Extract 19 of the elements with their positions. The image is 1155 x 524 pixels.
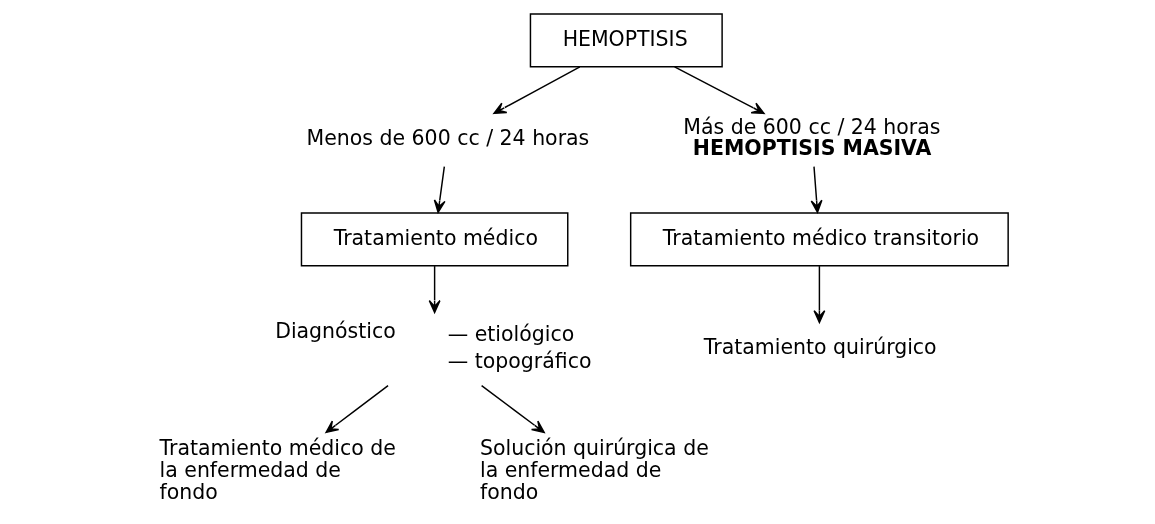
arrow: [492, 66, 581, 115]
node-box: Tratamiento médico transitorio: [629, 212, 1009, 267]
node-text: Tratamiento médico de la enfermedad de fondo: [159, 435, 396, 504]
arrow: [673, 66, 765, 115]
node-text: Diagnóstico: [274, 318, 396, 343]
node-label: — topográfico: [447, 349, 591, 374]
arrow: [480, 384, 545, 434]
arrow: [324, 384, 389, 434]
node-text: Menos de 600 cc / 24 horas: [306, 126, 589, 151]
arrow: [428, 265, 441, 314]
node-text: Solución quirúrgica de la enfermedad de fondo: [479, 435, 709, 504]
node-box: HEMOPTISIS: [529, 13, 723, 68]
arrow: [433, 165, 446, 214]
arrow: [810, 165, 823, 214]
node-box: Tratamiento médico: [300, 212, 568, 267]
node-text: Tratamiento quirúrgico: [703, 335, 937, 360]
node-label: — etiológico: [447, 321, 574, 346]
node-text: Más de 600 cc / 24 horas HEMOPTISIS MASIVA: [682, 115, 940, 160]
arrow: [812, 265, 825, 324]
